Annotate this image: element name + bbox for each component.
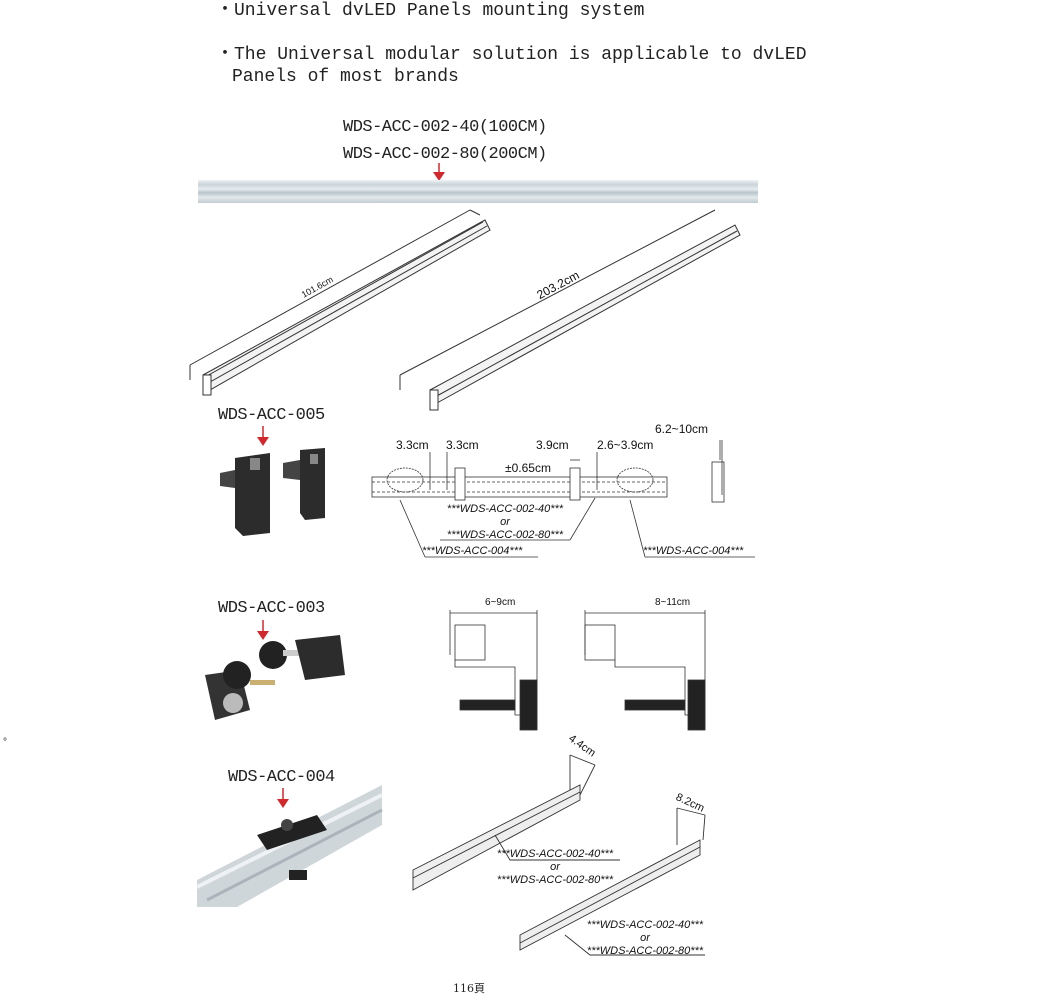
assembly-diagram bbox=[371, 440, 755, 558]
tag-rail80: ***WDS-ACC-002-80*** bbox=[496, 874, 614, 886]
tag-rail40: ***WDS-ACC-002-40*** bbox=[496, 848, 614, 860]
tag-acc004-right: ***WDS-ACC-004*** bbox=[643, 545, 744, 557]
rail-photo bbox=[198, 180, 758, 203]
section-title-acc003: WDS-ACC-003 bbox=[218, 599, 325, 618]
rail-model-100: WDS-ACC-002-40(100CM) bbox=[343, 118, 547, 137]
bullet-universal-solution: ・The Universal modular solution is appli… bbox=[216, 45, 807, 65]
tag-rail40: ***WDS-ACC-002-40*** bbox=[586, 919, 704, 931]
dim-8-11cm: 8~11cm bbox=[655, 597, 691, 608]
rail-model-200: WDS-ACC-002-80(200CM) bbox=[343, 145, 547, 164]
red-arrow-icon bbox=[257, 426, 269, 446]
tag-rail80: ***WDS-ACC-002-80*** bbox=[586, 945, 704, 957]
red-arrow-icon bbox=[257, 620, 269, 640]
red-arrow-icon bbox=[277, 788, 289, 808]
margin-mark: ° bbox=[3, 737, 7, 748]
tag-rail-options-2: ***WDS-ACC-002-40*** or ***WDS-ACC-002-8… bbox=[495, 848, 615, 887]
bullet-universal-solution-cont: Panels of most brands bbox=[232, 67, 459, 87]
bracket-photo bbox=[220, 448, 325, 536]
knob-depth-diagrams bbox=[449, 610, 706, 731]
dim-0-65cm: ±0.65cm bbox=[505, 461, 551, 475]
dim-6-9cm: 6~9cm bbox=[485, 597, 516, 608]
section-title-acc004: WDS-ACC-004 bbox=[228, 768, 335, 787]
tag-or: or bbox=[500, 516, 510, 528]
rail-isometric-drawings bbox=[189, 209, 741, 411]
red-arrow-icon bbox=[433, 163, 445, 181]
tag-rail-options-3: ***WDS-ACC-002-40*** or ***WDS-ACC-002-8… bbox=[585, 919, 705, 958]
knob-photo bbox=[205, 635, 345, 720]
tag-or: or bbox=[550, 861, 560, 873]
section-title-acc005: WDS-ACC-005 bbox=[218, 406, 325, 425]
tag-rail40: ***WDS-ACC-002-40*** bbox=[446, 503, 564, 515]
tag-rail-options-1: ***WDS-ACC-002-40*** or ***WDS-ACC-002-8… bbox=[430, 503, 580, 542]
dim-2-6-3-9cm: 2.6~3.9cm bbox=[597, 438, 654, 452]
page-number: 116頁 bbox=[453, 982, 485, 995]
bullet-mounting-system: ・Universal dvLED Panels mounting system bbox=[216, 1, 645, 21]
dim-3-3cm-b: 3.3cm bbox=[446, 438, 479, 452]
dim-6-2-10cm: 6.2~10cm bbox=[655, 422, 709, 436]
clamp-rail-isometric-drawings bbox=[412, 754, 706, 956]
dim-3-9cm: 3.9cm bbox=[536, 438, 569, 452]
clamp-on-rail-photo bbox=[196, 785, 383, 907]
tag-rail80: ***WDS-ACC-002-80*** bbox=[446, 529, 564, 541]
tag-acc004-left: ***WDS-ACC-004*** bbox=[422, 545, 523, 557]
tag-or: or bbox=[640, 932, 650, 944]
dim-3-3cm-a: 3.3cm bbox=[396, 438, 429, 452]
